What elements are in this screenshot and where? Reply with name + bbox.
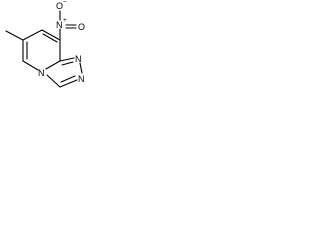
bond-n2-c3 bbox=[59, 79, 78, 88]
charge-nitro-nitrogen: + bbox=[63, 17, 67, 24]
bond-n1-n2 bbox=[79, 62, 83, 74]
bond-c8a-n4 bbox=[45, 60, 61, 70]
atom-ring-n-right-upper: N bbox=[75, 54, 82, 64]
bond-c6-c7 bbox=[22, 29, 43, 41]
molecule-structure: O − N + O N N N bbox=[0, 0, 94, 95]
bond-c7-c8-double bbox=[42, 33, 58, 43]
bond-c7-c8 bbox=[41, 29, 61, 41]
bond-c8a-n1-double bbox=[61, 61, 74, 66]
bond-n4-c5 bbox=[22, 60, 39, 71]
atom-ring-n-right-lower: N bbox=[78, 74, 85, 84]
atom-nitro-oxygen-top: O bbox=[56, 1, 63, 11]
charge-nitro-oxygen: − bbox=[63, 0, 67, 6]
atom-nitro-nitrogen: N bbox=[56, 20, 63, 30]
bond-n2-c3-double bbox=[60, 75, 76, 83]
atom-ring-n-bridgehead: N bbox=[38, 68, 45, 78]
bond-c8a-n1 bbox=[59, 57, 75, 62]
bond-methyl bbox=[5, 30, 24, 41]
bond-c3-n4 bbox=[46, 74, 61, 88]
structure-drawing: O − N + O N N N bbox=[5, 0, 85, 88]
atom-nitro-oxygen-side: O bbox=[78, 22, 85, 32]
